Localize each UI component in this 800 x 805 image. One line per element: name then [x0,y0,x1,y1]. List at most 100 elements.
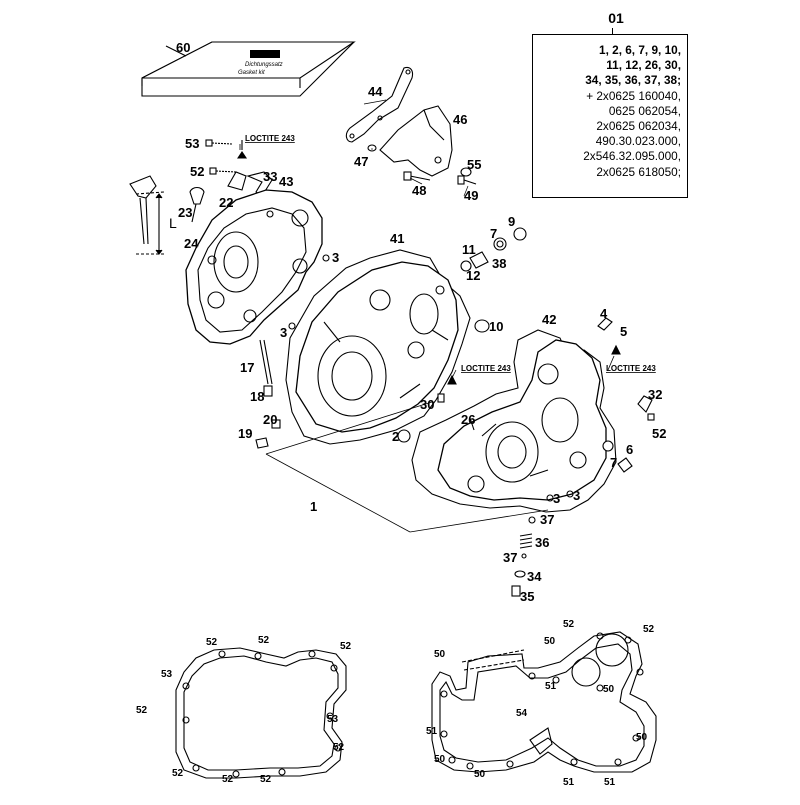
part-label: 47 [354,154,368,169]
part-label: 4 [600,306,608,321]
part-label: 34 [527,569,542,584]
clutch-cover [185,189,323,345]
part-label: 26 [461,412,475,427]
right-hardware [397,317,655,473]
gasket-kit-card [141,41,356,97]
gasket-label: 50 [636,732,648,743]
parts-box: 1, 2, 6, 7, 9, 10, 11, 12, 26, 30, 34, 3… [532,34,688,198]
loctite-label: LOCTITE 243 [245,134,295,143]
part-label: 10 [489,319,503,334]
gasket-label: 52 [222,774,234,785]
gasket-label: 52 [258,635,270,646]
part-label: 20 [263,412,277,427]
parts-list-line: 34, 35, 36, 37, 38; [585,73,681,88]
right-crankcase-half [437,339,607,501]
part-label: 11 [462,242,476,257]
parts-list-line: 11, 12, 26, 30, [606,58,681,73]
part-label: 3 [332,250,339,265]
part-label: 44 [368,84,383,99]
parts-box-title: 01 [608,10,624,26]
cover-screws [367,144,477,185]
bushing-10 [474,319,490,333]
part-label: 42 [542,312,556,327]
gasket-label: 51 [545,681,557,692]
left-gasket-labels: 52 52 52 53 52 53 52 52 52 52 [136,635,352,785]
part-label: 3 [553,491,560,506]
part-label: 60 [176,40,190,55]
outer-clutch-cover-gasket [175,647,347,779]
label-leaders [363,99,469,197]
chain-cover [379,105,453,177]
part-label: 17 [240,360,254,375]
gasket-label: 52 [340,641,352,652]
gasket-label: 51 [563,777,575,788]
gasket-label: 52 [136,705,148,716]
part-label: 12 [466,268,480,283]
loctite-leaders [239,144,615,379]
card-text: Dichtungssatz Gasket kit [238,62,283,76]
gasket-label: 52 [206,637,218,648]
part-label: 38 [492,256,506,271]
part-label: 33 [263,169,277,184]
card-text-line: Gasket kit [238,70,265,76]
assembly-lines [265,401,549,533]
part-label: 3 [573,488,580,503]
part-label: 53 [185,136,199,151]
left-crankcase-half [295,261,459,433]
parts-list-line: 2x546.32.095.000, [583,149,681,164]
part-label: 6 [626,442,633,457]
dipstick [129,175,215,255]
parts-list-line: 0625 062054, [608,103,681,118]
part-label: 46 [453,112,467,127]
part-label: 9 [508,214,515,229]
right-gasket-labels: 52 52 50 50 51 50 54 51 50 50 50 51 51 [426,619,655,788]
seals-upper [460,227,527,272]
crankcase-gasket-41 [285,249,471,445]
part-label: 24 [184,236,199,251]
parts-list: 1, 2, 6, 7, 9, 10, 11, 12, 26, 30, 34, 3… [583,43,681,180]
gasket-label: 52 [333,742,345,753]
part-label: 35 [520,589,534,604]
part-label: 2 [392,429,399,444]
part-label: 49 [464,188,478,203]
part-label: 41 [390,231,404,246]
gasket-label: 50 [434,754,446,765]
upper-left-hardware [205,139,273,197]
part-label: 43 [279,174,293,189]
part-label: 55 [467,157,481,172]
part-label: 36 [535,535,549,550]
detent-spring-stack [511,516,536,597]
gasket-label: 51 [426,726,438,737]
part-label: 5 [620,324,627,339]
gasket-label: 52 [172,768,184,779]
part-label: 7 [610,455,617,470]
parts-box-connector [612,28,613,35]
part-label: 52 [190,164,204,179]
part-label: 22 [219,195,233,210]
gasket-label: 53 [327,714,339,725]
part-label: 23 [178,205,192,220]
gasket-label: 51 [604,777,616,788]
parts-list-line: 1, 2, 6, 7, 9, 10, [599,43,681,57]
part-label: 52 [652,426,666,441]
gasket-label: 50 [474,769,486,780]
part-label: 37 [540,512,554,527]
crankcase-gasket-42 [411,329,617,513]
loctite-labels: LOCTITE 243 LOCTITE 243 LOCTITE 243 [245,134,656,373]
part-label: 32 [648,387,662,402]
gasket-label: 50 [603,684,615,695]
loctite-label: LOCTITE 243 [461,364,511,373]
parts-list-line: 2x0625 062034, [596,119,681,134]
parts-list-line: 2x0625 618050; [596,164,681,179]
plugs-3 [288,254,574,502]
dimension-label: L [169,215,177,231]
gasket-label: 53 [161,669,173,680]
loctite-label: LOCTITE 243 [606,364,656,373]
parts-list-line: + 2x0625 160040, [586,88,681,103]
part-label: 19 [238,426,252,441]
part-label: 48 [412,183,426,198]
part-label: 30 [420,397,434,412]
long-bolt [255,339,281,449]
parts-list-line: 490.30.023.000, [595,134,681,149]
